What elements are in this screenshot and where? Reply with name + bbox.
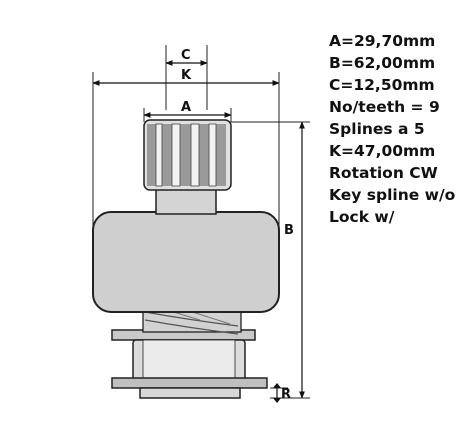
dim-k-label: K — [181, 68, 192, 83]
spec-item-splines: Splines a 5 — [329, 120, 425, 138]
dim-r-label: R — [281, 387, 291, 402]
lower-flange-assembly — [111, 329, 268, 399]
pinion-gear — [143, 119, 232, 215]
dim-c-label: C — [181, 48, 191, 63]
dim-b-label: B — [284, 223, 294, 238]
spec-item-rotation: Rotation CW — [329, 164, 438, 182]
spec-item-k: K=47,00mm — [329, 142, 436, 160]
clutch-housing — [92, 211, 280, 313]
dimension-lines — [92, 60, 305, 402]
spec-item-teeth: No/teeth = 9 — [329, 98, 440, 116]
spec-item-b: B=62,00mm — [329, 54, 436, 72]
extension-lines — [92, 45, 310, 399]
spec-item-c: C=12,50mm — [329, 76, 435, 94]
spec-list: A=29,70mm B=62,00mm C=12,50mm No/teeth =… — [329, 30, 455, 228]
dim-a-label: A — [181, 100, 191, 115]
spec-item-lock: Lock w/ — [329, 208, 395, 226]
spec-item-key-spline: Key spline w/o — [329, 186, 456, 204]
spec-item-a: A=29,70mm — [329, 32, 436, 50]
